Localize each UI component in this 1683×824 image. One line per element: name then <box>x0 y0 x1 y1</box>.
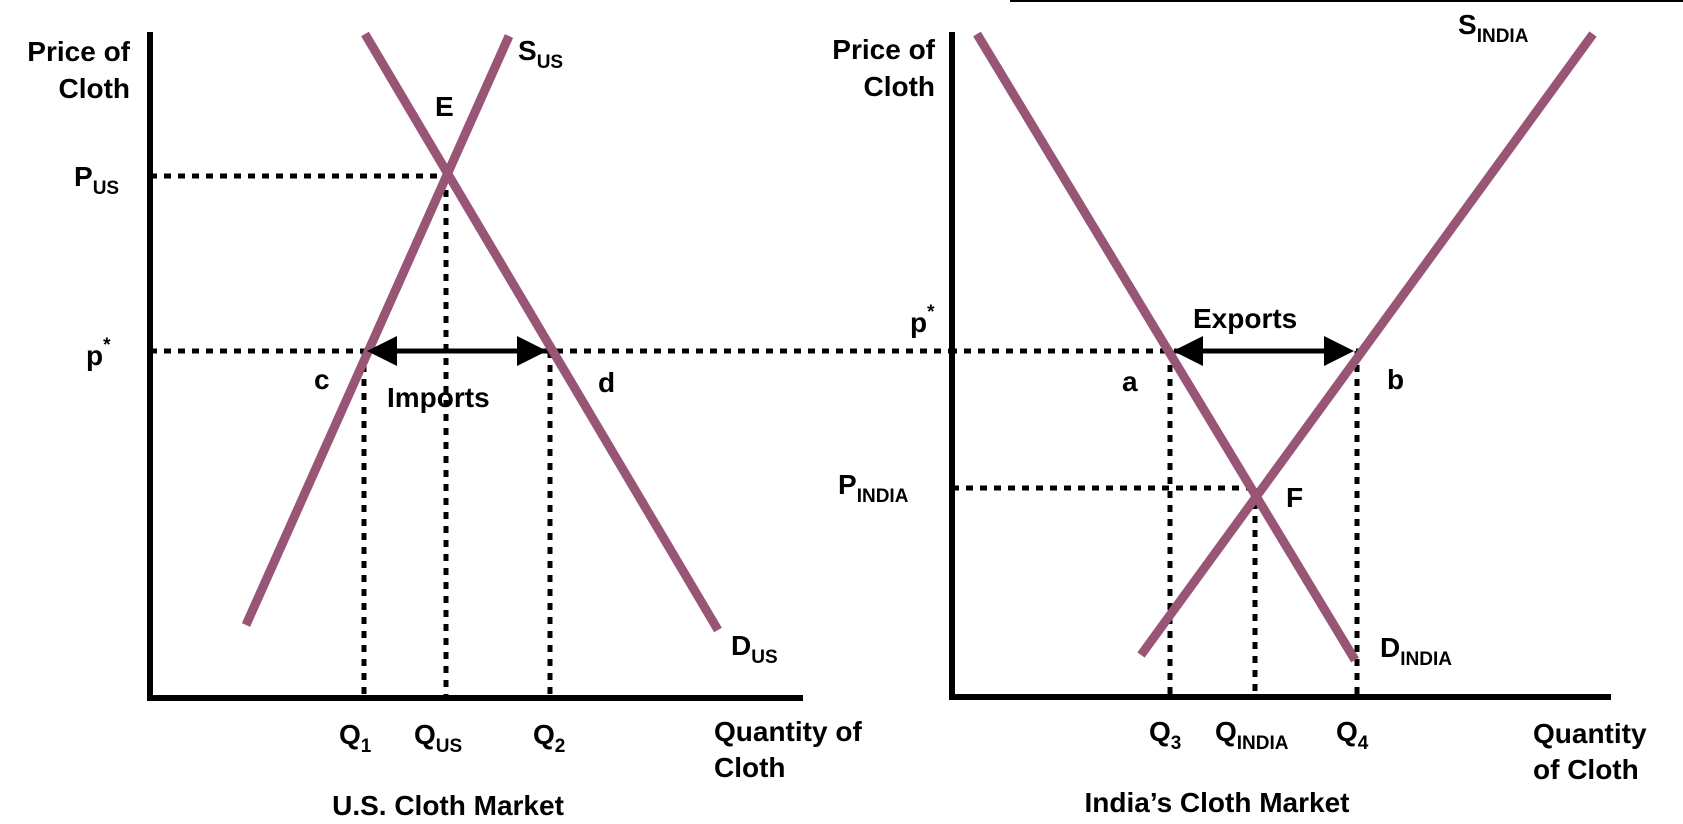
us-demand-curve <box>361 31 722 633</box>
india-point-b-label: b <box>1387 364 1404 395</box>
india-supply-label: SINDIA <box>1458 9 1529 47</box>
exports-label: Exports <box>1193 303 1297 334</box>
us-q2-label: Q2 <box>533 719 565 757</box>
us-q1-label: Q1 <box>339 719 372 757</box>
india-panel-title: India’s Cloth Market <box>1084 787 1349 818</box>
us-supply-curve <box>241 34 514 627</box>
us-x-axis-label-line2: Cloth <box>714 752 786 783</box>
us-point-d-label: d <box>598 367 615 398</box>
us-axes <box>147 32 803 701</box>
india-price-eq-label: PINDIA <box>838 469 909 507</box>
us-equilibrium-label: E <box>435 91 454 122</box>
us-panel: Price of Cloth SUS E PUS p* c d Imports … <box>27 31 950 821</box>
india-demand-curve <box>973 31 1359 663</box>
us-demand-label: DUS <box>731 630 778 668</box>
india-y-axis-label-line1: Price of <box>832 34 935 65</box>
india-x-axis-label-line2: of Cloth <box>1533 754 1639 785</box>
india-q4-label: Q4 <box>1336 716 1369 754</box>
us-y-axis-label-line1: Price of <box>27 36 130 67</box>
us-q-eq-label: QUS <box>414 719 462 757</box>
india-equilibrium-label: F <box>1286 482 1303 513</box>
india-x-axis-label-line1: Quantity <box>1533 718 1647 749</box>
india-axes <box>949 32 1611 700</box>
india-q3-label: Q3 <box>1149 716 1181 754</box>
india-q-eq-label: QINDIA <box>1215 716 1289 754</box>
india-y-axis-label-line2: Cloth <box>863 71 935 102</box>
india-world-price-label: p* <box>910 302 935 338</box>
india-panel: Price of Cloth SINDIA p* Exports a b PIN… <box>832 9 1647 818</box>
india-point-a-label: a <box>1122 366 1138 397</box>
us-price-eq-label: PUS <box>74 161 119 199</box>
india-demand-label: DINDIA <box>1380 632 1452 670</box>
us-x-axis-label-line1: Quantity of <box>714 716 862 747</box>
us-world-price-label: p* <box>86 335 111 371</box>
us-point-c-label: c <box>314 364 330 395</box>
imports-label: Imports <box>387 382 490 413</box>
us-supply-label: SUS <box>518 35 563 73</box>
us-y-axis-label-line2: Cloth <box>58 73 130 104</box>
us-panel-title: U.S. Cloth Market <box>332 790 564 819</box>
india-supply-curve <box>1137 31 1597 658</box>
